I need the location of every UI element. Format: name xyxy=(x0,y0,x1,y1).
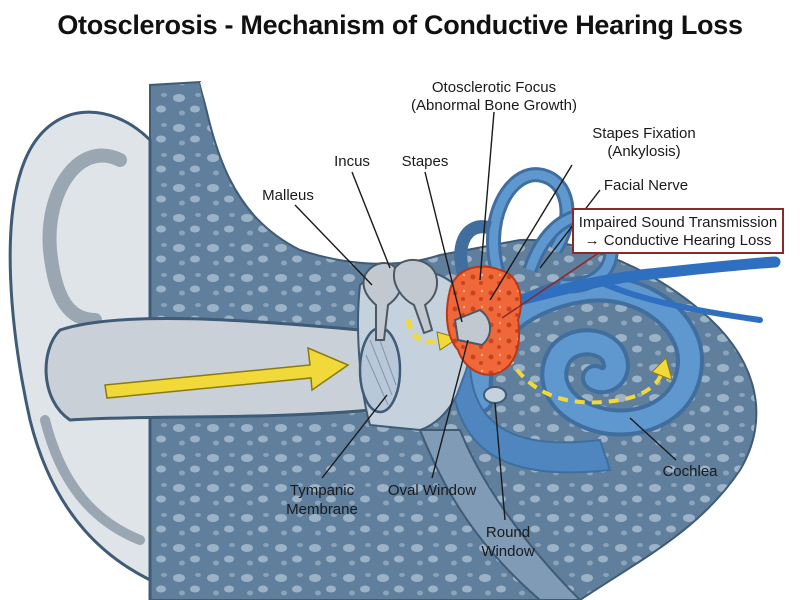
leader-malleus xyxy=(294,204,373,286)
eustachian-tube xyxy=(418,429,582,600)
leader-stapes xyxy=(424,171,463,323)
cochlea-arrowhead xyxy=(651,357,673,381)
label-stapes: Stapes xyxy=(402,153,449,170)
leader-otosclerotic-focus xyxy=(479,111,495,281)
facial-nerve-shape xyxy=(514,256,781,306)
round-window-shape xyxy=(483,386,507,404)
sound-path-middle xyxy=(405,319,441,345)
incus-shape xyxy=(392,259,438,335)
leader-facial-nerve xyxy=(539,189,601,269)
malleus-shape xyxy=(362,262,403,341)
diagram-title: Otosclerosis - Mechanism of Conductive H… xyxy=(57,10,743,40)
label-incus: Incus xyxy=(334,153,370,170)
sound-path-cochlea xyxy=(498,339,664,405)
cochlea-body xyxy=(453,359,612,474)
auricle-fold xyxy=(42,148,127,327)
label-stapes-fixation-line2: (Ankylosis) xyxy=(607,143,680,160)
stapes-shape xyxy=(453,308,491,347)
impaired-callout-box xyxy=(572,208,784,254)
label-facial-nerve: Facial Nerve xyxy=(604,177,688,194)
label-tympanic-line1: Tympanic xyxy=(290,482,355,499)
label-tympanic-line2: Membrane xyxy=(286,501,358,518)
label-otosclerotic-focus-line1: Otosclerotic Focus xyxy=(432,79,556,96)
label-oval-window: Oval Window xyxy=(388,482,477,499)
leader-impaired xyxy=(501,251,601,319)
label-impaired-line1: Impaired Sound Transmission xyxy=(579,214,777,231)
leader-round-window xyxy=(494,402,506,521)
leader-stapes-fixation xyxy=(489,164,573,301)
leader-cochlea xyxy=(629,417,677,461)
leader-tympanic xyxy=(321,394,388,479)
leader-incus xyxy=(351,171,391,269)
label-malleus: Malleus xyxy=(262,187,314,204)
leader-oval-window xyxy=(431,339,469,479)
label-round-window-line2: Window xyxy=(481,543,535,560)
label-otosclerotic-focus-line2: (Abnormal Bone Growth) xyxy=(411,97,577,114)
sound-arrow-canal xyxy=(104,346,350,399)
facial-nerve-branch xyxy=(597,279,763,323)
label-round-window-line1: Round xyxy=(486,524,530,541)
label-impaired-line2: → Conductive Hearing Loss xyxy=(585,232,772,249)
auricle-lobe xyxy=(40,415,145,545)
label-cochlea: Cochlea xyxy=(662,463,718,480)
tympanic-membrane-rays xyxy=(365,334,397,406)
label-stapes-fixation-line1: Stapes Fixation xyxy=(592,125,695,142)
upper-space xyxy=(200,80,440,242)
